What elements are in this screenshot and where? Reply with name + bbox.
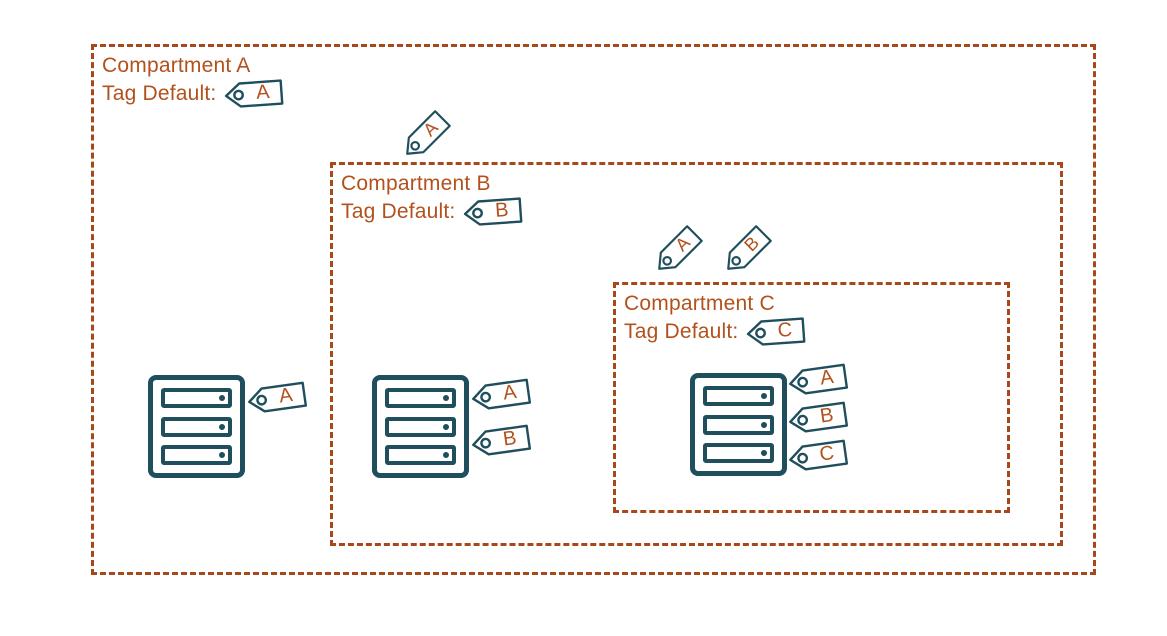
tag-letter: C [818,441,836,466]
tag-letter: B [494,197,510,221]
server-icon [372,375,469,478]
server-slot [703,386,774,407]
floating-tag-a-icon: A [397,108,452,163]
compartment-a-tag-default-row: Tag Default: A [102,78,285,110]
server-icon [148,375,245,478]
compartment-b-label: Compartment B Tag Default: B [341,170,524,228]
compartment-c: Compartment C Tag Default: C [613,282,1010,513]
server-slot [385,416,456,437]
tag-letter: B [818,403,835,428]
tag-letter: C [777,317,794,341]
compartment-b-tag-default-row: Tag Default: B [341,196,524,228]
compartment-a-label: Compartment A Tag Default: A [102,52,285,110]
server-slot [385,388,456,409]
tag-letter: A [277,383,294,408]
floating-tag-b-icon: B [718,223,773,278]
tag-default-c-icon: C [747,316,807,348]
compartment-b-title: Compartment B [341,172,491,195]
tag-letter: A [501,380,518,405]
server-icon [690,373,787,476]
server-b-tag-b-icon: B [470,423,532,459]
compartment-c-title: Compartment C [624,292,775,315]
compartment-b: Compartment B Tag Default: B A B [330,162,1063,546]
server-slot [161,416,232,437]
server-slot [161,388,232,409]
server-c-tag-a-icon: A [787,362,849,398]
compartment-c-tag-default-row: Tag Default: C [624,316,807,348]
tag-letter: A [255,79,271,103]
compartment-a: Compartment A Tag Default: A A A [91,44,1096,575]
tag-letter: B [501,426,518,451]
server-c-tag-c-icon: C [787,438,849,474]
server-c-tag-b-icon: B [787,400,849,436]
tag-default-label: Tag Default: [102,81,217,105]
floating-tag-a-icon: A [649,223,704,278]
compartment-a-title: Compartment A [102,54,251,77]
compartment-c-label: Compartment C Tag Default: C [624,290,807,348]
tag-default-b-icon: B [464,196,524,228]
tag-default-a-icon: A [225,78,285,110]
server-slot [161,444,232,465]
server-a-tag-a-icon: A [246,380,308,416]
tag-default-label: Tag Default: [341,199,456,223]
tag-letter: A [818,365,835,390]
server-b-tag-a-icon: A [470,377,532,413]
server-slot [703,442,774,463]
server-slot [385,444,456,465]
server-slot [703,414,774,435]
tag-default-label: Tag Default: [624,319,739,343]
